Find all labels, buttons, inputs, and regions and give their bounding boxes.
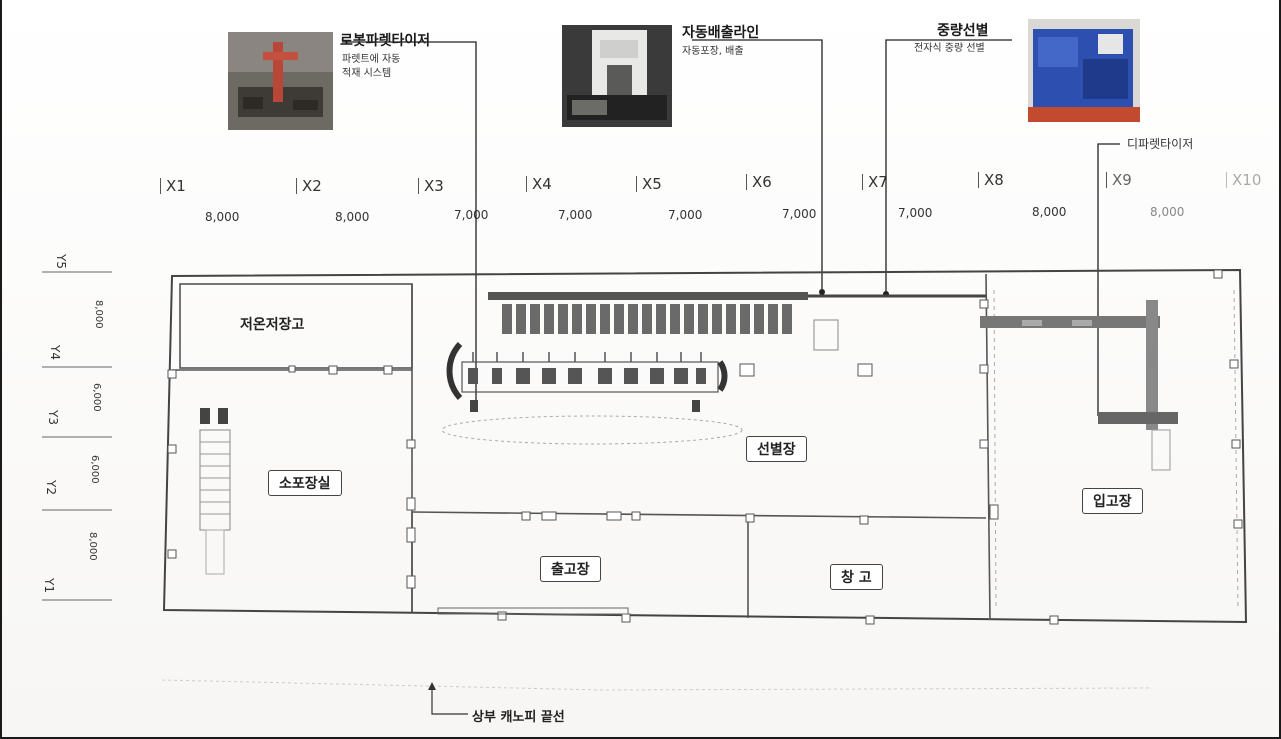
grid-dim-x9: 8,000 <box>1150 205 1185 219</box>
canopy-line <box>161 679 1153 691</box>
palletizer-leader <box>342 41 477 400</box>
room-packing: 소포장실 <box>268 470 342 496</box>
weight-leader <box>885 39 1012 294</box>
grid-dim-x2: 8,000 <box>335 210 370 224</box>
weight-sub: 전자식 중량 선별 <box>914 43 985 54</box>
palletizer-photo-image <box>228 32 333 130</box>
column-markers <box>167 269 1243 625</box>
grid-dim-x3: 7,000 <box>454 208 489 222</box>
outer-walls <box>162 268 1248 624</box>
canopy-end-note: 상부 캐노피 끝선 <box>472 710 565 725</box>
grid-x1: X1 <box>160 178 186 194</box>
auto-line-photo-image <box>562 25 672 127</box>
room-warehouse: 창 고 <box>830 564 883 590</box>
auto-line-title: 자동배출라인 <box>682 25 760 41</box>
auto-line-sub: 자동포장, 배출 <box>682 46 744 57</box>
weight-title: 중량선별 <box>937 23 989 39</box>
palletizer-area <box>441 341 743 445</box>
grid-dim-x5: 7,000 <box>668 208 703 222</box>
grid-x2: X2 <box>296 178 322 194</box>
auto-line-photo <box>562 25 672 127</box>
room-receiving: 입고장 <box>1082 488 1143 514</box>
grid-x6: X6 <box>746 174 772 190</box>
upper-conveyor <box>488 292 986 351</box>
canopy-pointer <box>431 684 468 715</box>
palletizer-sub2: 적재 시스템 <box>342 68 392 79</box>
y-grid-ticks <box>42 271 112 601</box>
depalletizer-leader <box>1097 143 1120 416</box>
grid-x7: X7 <box>862 174 888 190</box>
packing-conveyor <box>199 408 231 575</box>
grid-dim-x8: 8,000 <box>1032 205 1067 219</box>
auto-line-point <box>819 289 825 295</box>
palletizer-title: 로봇파렛타이저 <box>340 33 431 49</box>
auto-line-leader <box>692 39 823 292</box>
weight-photo <box>1028 19 1140 122</box>
grid-x5: X5 <box>636 176 662 192</box>
palletizer-sub1: 파렛트에 자동 <box>342 54 401 65</box>
grid-x8: X8 <box>978 172 1004 188</box>
grid-x9: X9 <box>1106 172 1132 188</box>
grid-dim-x6: 7,000 <box>782 207 817 221</box>
grid-dim-x1: 8,000 <box>205 210 240 224</box>
grid-dim-x4: 7,000 <box>558 208 593 222</box>
grid-x3: X3 <box>418 178 444 194</box>
callout-leaders <box>342 39 1120 416</box>
grid-x4: X4 <box>526 176 552 192</box>
palletizer-photo <box>228 32 333 130</box>
grid-dim-x7: 7,000 <box>898 206 933 220</box>
room-cold-storage: 저온저장고 <box>240 317 305 333</box>
weight-photo-image <box>1028 19 1140 122</box>
shipping-door-strip <box>437 607 629 615</box>
room-shipping: 출고장 <box>540 556 601 582</box>
receiving-conveyor <box>980 300 1178 471</box>
room-sorting: 선별장 <box>746 436 807 462</box>
depalletizer-title: 디파렛타이저 <box>1127 137 1194 151</box>
grid-x10: X10 <box>1226 172 1261 188</box>
